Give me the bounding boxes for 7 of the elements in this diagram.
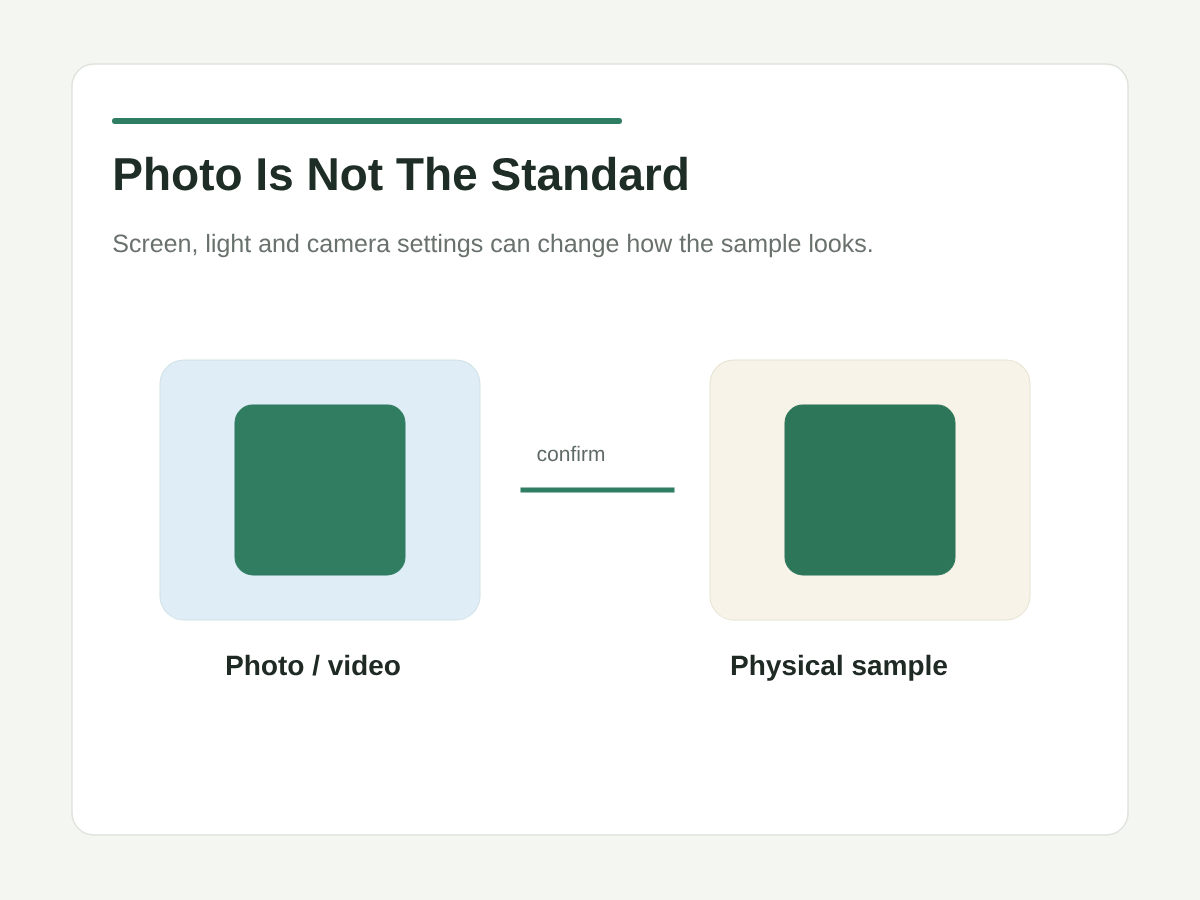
panel-caption: Photo / video [227,654,400,676]
connector-line [520,487,675,493]
title: Photo Is Not The Standard [115,156,687,191]
rounded-square [234,404,406,576]
rounded-square [784,404,956,576]
panel-caption: Physical sample [731,654,947,681]
subtitle: Screen, light and camera settings can change how the sample looks. [113,233,872,258]
